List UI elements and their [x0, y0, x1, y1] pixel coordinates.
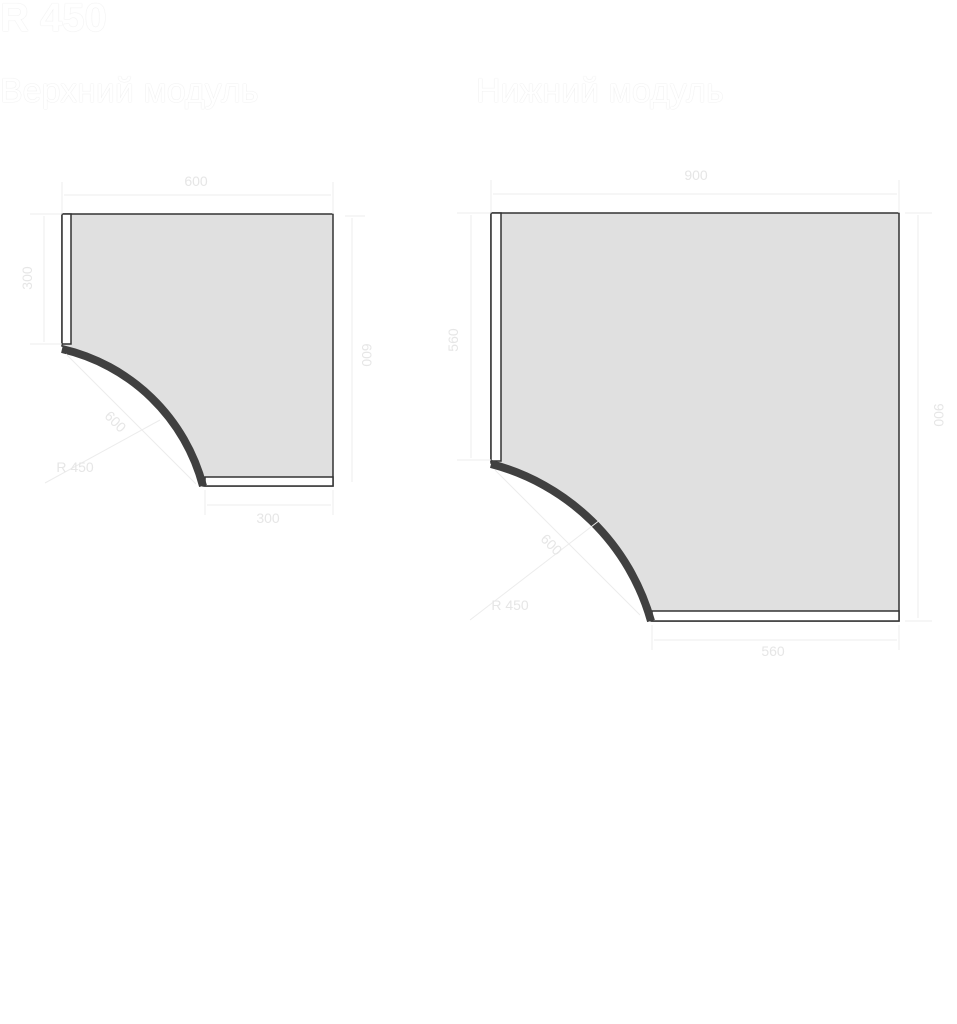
lower-dim-diagonal: 600: [538, 531, 566, 559]
lower-dim-top: 900: [684, 167, 708, 183]
lower-left-edge-strip: [490, 212, 502, 462]
upper-dim-right: 600: [359, 343, 375, 367]
lower-module-drawing: 900 560 900 560 600 R 450: [445, 167, 947, 659]
lower-panel: [490, 212, 900, 622]
upper-left-edge-strip: [61, 213, 72, 345]
page-title: R 450: [0, 0, 107, 40]
upper-curved-edge: [61, 345, 207, 488]
upper-bottom-edge-strip: [204, 476, 334, 487]
lower-bottom-edge-strip: [651, 610, 900, 622]
upper-module-drawing: 600 300 600 300 600 R 450: [19, 173, 375, 526]
lower-dim-bottom: 560: [761, 643, 785, 659]
lower-dim-right: 900: [931, 403, 947, 427]
upper-dim-diagonal: 600: [102, 408, 130, 436]
upper-dim-bottom: 300: [256, 510, 280, 526]
lower-curved-edge: [489, 460, 655, 623]
lower-module-title: Нижний модуль: [476, 72, 724, 110]
upper-dim-radius: R 450: [56, 459, 94, 475]
upper-module-title: Верхний модуль: [0, 72, 259, 110]
lower-dim-radius: R 450: [491, 597, 529, 613]
upper-panel: [61, 213, 334, 487]
lower-dim-left: 560: [445, 328, 461, 352]
lower-dim-lines: [457, 180, 932, 650]
upper-dim-top: 600: [184, 173, 208, 189]
upper-dim-left: 300: [19, 266, 35, 290]
upper-dim-lines: [30, 182, 365, 515]
